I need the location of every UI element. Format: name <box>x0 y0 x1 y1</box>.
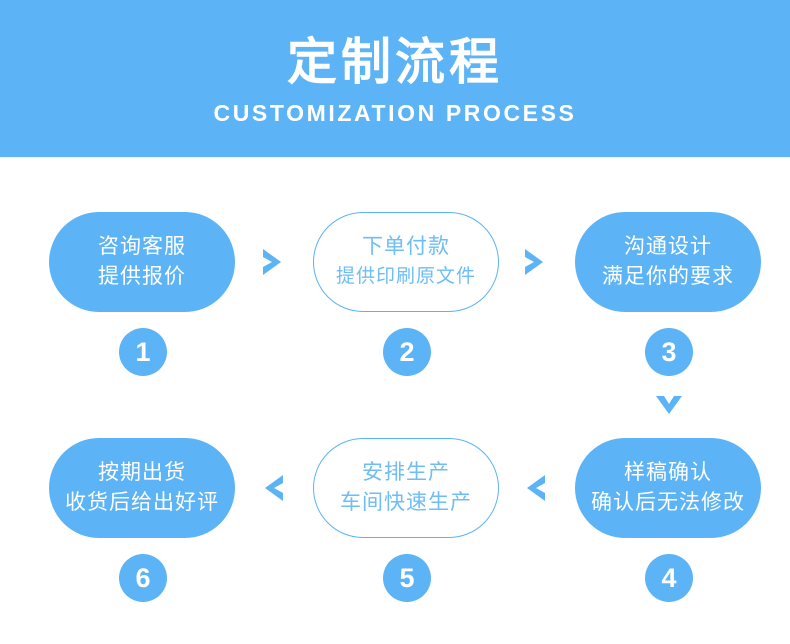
process-step-4[interactable]: 样稿确认 确认后无法修改 4 <box>575 438 763 602</box>
page-title: 定制流程 <box>287 34 503 91</box>
step-6-line-1: 按期出货 <box>98 461 186 484</box>
step-5-box[interactable]: 安排生产 车间快速生产 <box>313 438 499 538</box>
step-1-number-badge: 1 <box>119 328 167 376</box>
process-step-5[interactable]: 安排生产 车间快速生产 5 <box>313 438 501 602</box>
step-5-line-2: 车间快速生产 <box>340 491 472 514</box>
step-6-line-2: 收货后给出好评 <box>65 491 219 514</box>
step-1-line-1: 咨询客服 <box>98 235 186 258</box>
chevron-left-icon <box>521 471 549 505</box>
step-3-line-1: 沟通设计 <box>624 235 712 258</box>
step-1-box[interactable]: 咨询客服 提供报价 <box>49 212 235 312</box>
step-1-line-2: 提供报价 <box>98 265 186 288</box>
step-6-box[interactable]: 按期出货 收货后给出好评 <box>49 438 235 538</box>
step-6-number-badge: 6 <box>119 554 167 602</box>
chevron-down-icon <box>653 392 685 422</box>
step-2-box[interactable]: 下单付款 提供印刷原文件 <box>313 212 499 312</box>
step-5-line-1: 安排生产 <box>362 461 450 484</box>
step-5-number-badge: 5 <box>383 554 431 602</box>
step-3-number-badge: 3 <box>645 328 693 376</box>
process-step-1[interactable]: 咨询客服 提供报价 1 <box>49 212 237 376</box>
step-2-line-2: 提供印刷原文件 <box>335 266 476 287</box>
step-2-line-1: 下单付款 <box>362 235 450 258</box>
process-step-6[interactable]: 按期出货 收货后给出好评 6 <box>49 438 237 602</box>
step-4-line-2: 确认后无法修改 <box>591 491 745 514</box>
page-subtitle: CUSTOMIZATION PROCESS <box>213 99 577 126</box>
process-step-2[interactable]: 下单付款 提供印刷原文件 2 <box>313 212 501 376</box>
step-4-number-badge: 4 <box>645 554 693 602</box>
chevron-right-icon <box>259 245 287 279</box>
step-2-number-badge: 2 <box>383 328 431 376</box>
process-flow: 咨询客服 提供报价 1 下单付款 提供印刷原文件 2 沟通设计 满足你的要求 3… <box>0 157 790 644</box>
chevron-left-icon <box>259 471 287 505</box>
step-4-line-1: 样稿确认 <box>624 461 712 484</box>
process-step-3[interactable]: 沟通设计 满足你的要求 3 <box>575 212 763 376</box>
step-4-box[interactable]: 样稿确认 确认后无法修改 <box>575 438 761 538</box>
step-3-box[interactable]: 沟通设计 满足你的要求 <box>575 212 761 312</box>
chevron-right-icon <box>521 245 549 279</box>
step-3-line-2: 满足你的要求 <box>602 265 734 288</box>
page-header: 定制流程 CUSTOMIZATION PROCESS <box>0 0 790 157</box>
